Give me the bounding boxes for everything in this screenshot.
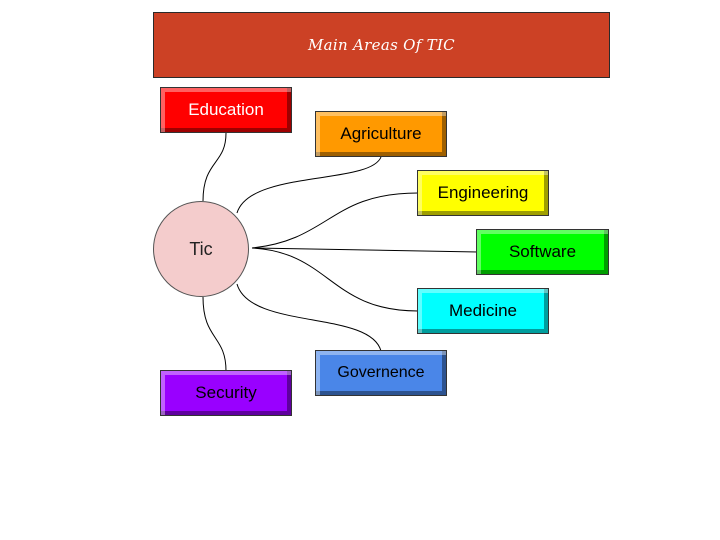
node-medicine-label: Medicine [448, 301, 518, 320]
node-governence-label: Governence [337, 364, 425, 381]
node-agriculture-label: Agriculture [340, 124, 422, 143]
node-education-label: Education [188, 100, 264, 119]
title-banner: Main Areas Of TIC [153, 12, 610, 78]
node-software-label: Software [508, 242, 577, 261]
node-software: Software [476, 229, 609, 275]
center-node-tic: Tic [153, 201, 249, 297]
connector-governence [236, 283, 382, 352]
node-medicine: Medicine [417, 288, 549, 334]
connector-medicine [251, 247, 419, 312]
node-agriculture: Agriculture [315, 111, 447, 157]
connector-engineering [251, 192, 419, 249]
node-security: Security [160, 370, 292, 416]
connector-software [251, 247, 479, 253]
connector-security [202, 296, 227, 372]
diagram-title: Main Areas Of TIC [308, 36, 455, 54]
node-engineering-label: Engineering [437, 183, 529, 202]
connector-education [202, 132, 227, 202]
node-security-label: Security [195, 383, 257, 402]
node-governence: Governence [315, 350, 447, 396]
connector-agriculture [236, 156, 382, 214]
node-education: Education [160, 87, 292, 133]
center-node-label: Tic [189, 238, 213, 259]
node-engineering: Engineering [417, 170, 549, 216]
